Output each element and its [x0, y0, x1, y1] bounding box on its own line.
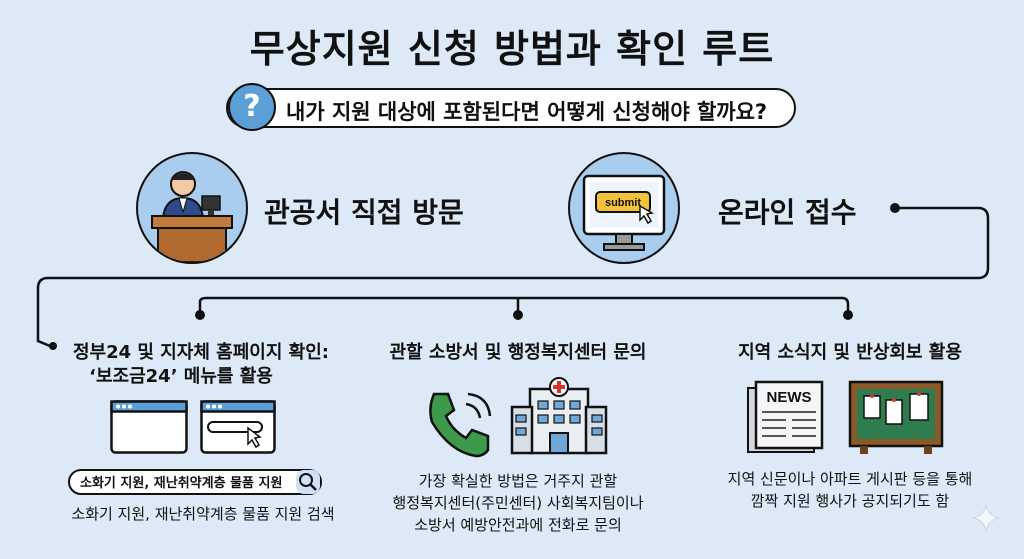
col1-desc: 소화기 지원, 재난취약계층 물품 지원 검색	[71, 505, 335, 523]
question-pill	[226, 88, 796, 128]
col3-title: 지역 소식지 및 반상회보 활용	[738, 342, 962, 363]
browser-search-icon	[200, 400, 276, 458]
phone-icon	[420, 384, 500, 468]
page-title: 무상지원 신청 방법과 확인 루트	[249, 27, 775, 71]
bulletin-board-icon	[848, 380, 944, 458]
col3-desc-line2: 깜짝 지원 행사가 공지되기도 함	[750, 492, 950, 510]
col3-desc-line1: 지역 신문이나 아파트 게시판 등을 통해	[727, 470, 973, 488]
newspaper-icon: NEWS	[746, 380, 826, 458]
sparkle-icon	[972, 504, 1000, 536]
col2-title: 관할 소방서 및 행정복지센터 문의	[389, 342, 647, 363]
col1-title-line2: ‘보조금24’ 메뉴를 활용	[89, 366, 273, 387]
hospital-building-icon	[508, 375, 610, 459]
route-label-online: 온라인 접수	[718, 196, 857, 229]
newspaper-label: NEWS	[767, 389, 812, 406]
question-text: 내가 지원 대상에 포함된다면 어떻게 신청해야 할까요?	[286, 100, 768, 124]
question-icon: ?	[228, 83, 276, 131]
computer-submit-icon: submit	[568, 152, 680, 264]
browser-window-icon	[110, 400, 188, 458]
submit-button-text: submit	[605, 197, 641, 209]
search-icon	[296, 470, 320, 498]
col1-title-line1: 정부24 및 지자체 홈페이지 확인:	[72, 342, 330, 363]
search-bar-text: 소화기 지원, 재난취약계층 물품 지원	[80, 476, 283, 491]
col2-desc-line2: 행정복지센터(주민센터) 사회복지팀이나	[392, 494, 644, 512]
official-desk-icon	[136, 152, 248, 264]
route-label-visit: 관공서 직접 방문	[264, 196, 464, 229]
search-bar	[68, 469, 322, 495]
col2-desc-line1: 가장 확실한 방법은 거주지 관할	[418, 472, 618, 490]
col2-desc-line3: 소방서 예방안전과에 전화로 문의	[414, 516, 622, 534]
